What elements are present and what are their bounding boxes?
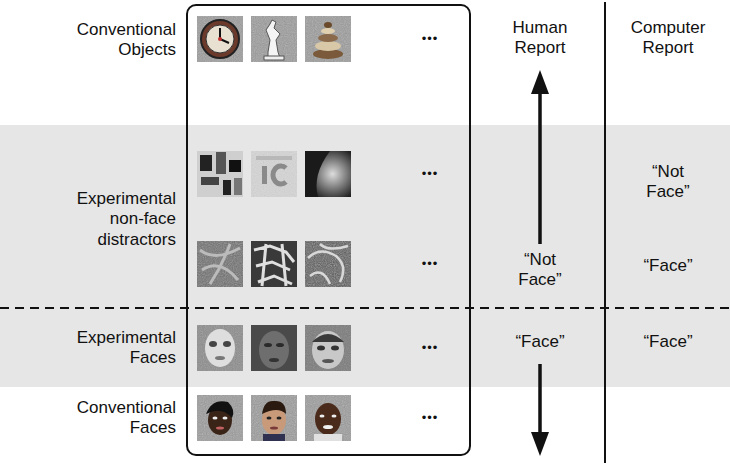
dashed-boundary bbox=[0, 307, 730, 309]
row-label: Conventional Faces bbox=[46, 398, 176, 439]
experimental-face-thumbnails bbox=[197, 325, 351, 371]
row-label: Conventional Objects bbox=[46, 20, 176, 61]
object-thumbnails bbox=[197, 16, 351, 62]
computer-report: “Face” bbox=[628, 332, 708, 352]
distractor-thumbnails bbox=[197, 151, 351, 197]
ellipsis-marker: ••• bbox=[410, 31, 450, 47]
human-report: “Not Face” bbox=[510, 250, 570, 291]
column-header: Human Report bbox=[495, 18, 585, 59]
human-report: “Face” bbox=[500, 332, 580, 352]
ellipsis-marker: ••• bbox=[410, 166, 450, 182]
ellipsis-marker: ••• bbox=[410, 340, 450, 356]
distractor-thumbnails bbox=[197, 241, 351, 287]
computer-report: “Face” bbox=[628, 256, 708, 276]
column-header: Computer Report bbox=[613, 18, 723, 59]
row-label: Experimental non-face distractors bbox=[46, 189, 176, 250]
computer-report: “Not Face” bbox=[633, 162, 703, 203]
ellipsis-marker: ••• bbox=[410, 410, 450, 426]
conventional-face-thumbnails bbox=[197, 395, 351, 441]
column-divider bbox=[604, 2, 606, 463]
grey-band bbox=[0, 125, 730, 387]
row-label: Experimental Faces bbox=[46, 328, 176, 369]
ellipsis-marker: ••• bbox=[410, 256, 450, 272]
stimulus-box bbox=[187, 5, 470, 455]
